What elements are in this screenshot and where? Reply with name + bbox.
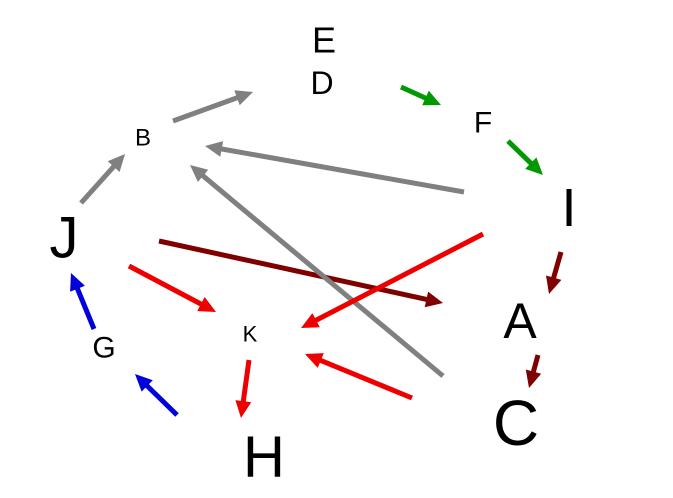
edge-line bbox=[313, 231, 485, 324]
arrowhead bbox=[301, 313, 320, 328]
edge-line bbox=[172, 94, 240, 124]
arrowhead bbox=[190, 165, 209, 182]
edge-line bbox=[127, 263, 204, 308]
edge-I-A bbox=[546, 251, 564, 294]
edge-line bbox=[240, 359, 252, 404]
node-B: B bbox=[135, 125, 151, 152]
node-J: J bbox=[50, 206, 79, 271]
edge-K-H bbox=[235, 359, 252, 418]
arrowhead bbox=[234, 90, 253, 106]
edge-J-B bbox=[79, 154, 125, 205]
edge-J-A bbox=[158, 238, 443, 308]
edge-line bbox=[399, 84, 429, 102]
node-C: C bbox=[493, 387, 539, 459]
node-F: F bbox=[474, 107, 492, 140]
arrowhead bbox=[197, 297, 216, 312]
edge-line bbox=[219, 146, 465, 195]
edge-A-C bbox=[525, 354, 542, 388]
arrowhead bbox=[422, 90, 441, 106]
edge-line bbox=[550, 251, 564, 281]
edge-line bbox=[143, 382, 179, 417]
edge-C-B bbox=[190, 165, 445, 378]
node-A: A bbox=[503, 293, 537, 349]
edge-line bbox=[317, 357, 413, 401]
edge-line bbox=[74, 285, 97, 330]
arrowhead bbox=[107, 154, 125, 172]
edge-line bbox=[79, 163, 117, 205]
arrowhead bbox=[424, 291, 443, 308]
arrowhead bbox=[525, 369, 542, 388]
node-K: K bbox=[243, 322, 258, 347]
arrowhead bbox=[135, 374, 153, 392]
node-H: H bbox=[243, 425, 285, 490]
edge-G-J bbox=[70, 273, 97, 330]
arrowhead bbox=[70, 273, 85, 292]
edges-layer bbox=[70, 84, 564, 418]
edge-line bbox=[199, 172, 445, 378]
arrowhead bbox=[235, 400, 252, 418]
node-D: D bbox=[310, 65, 333, 101]
edge-J-K bbox=[127, 263, 216, 312]
arrowhead bbox=[205, 141, 224, 157]
arrowhead bbox=[546, 275, 562, 294]
edge-B-D bbox=[172, 90, 253, 124]
edge-H-G bbox=[135, 374, 179, 417]
node-G: G bbox=[92, 332, 115, 365]
edge-line bbox=[506, 139, 534, 167]
nodes-layer: ED F B I J A K G C H bbox=[50, 20, 577, 490]
edge-line bbox=[158, 238, 429, 303]
edge-I-B bbox=[205, 141, 465, 195]
edge-I-K bbox=[301, 231, 485, 328]
node-I: I bbox=[561, 178, 576, 238]
edge-line bbox=[530, 354, 541, 375]
node-E: E bbox=[312, 20, 336, 61]
edge-F-I bbox=[506, 139, 543, 175]
edge-D-F bbox=[399, 84, 441, 106]
edge-C-K bbox=[305, 353, 413, 401]
arrowhead bbox=[525, 157, 543, 175]
arrowhead bbox=[305, 353, 324, 368]
